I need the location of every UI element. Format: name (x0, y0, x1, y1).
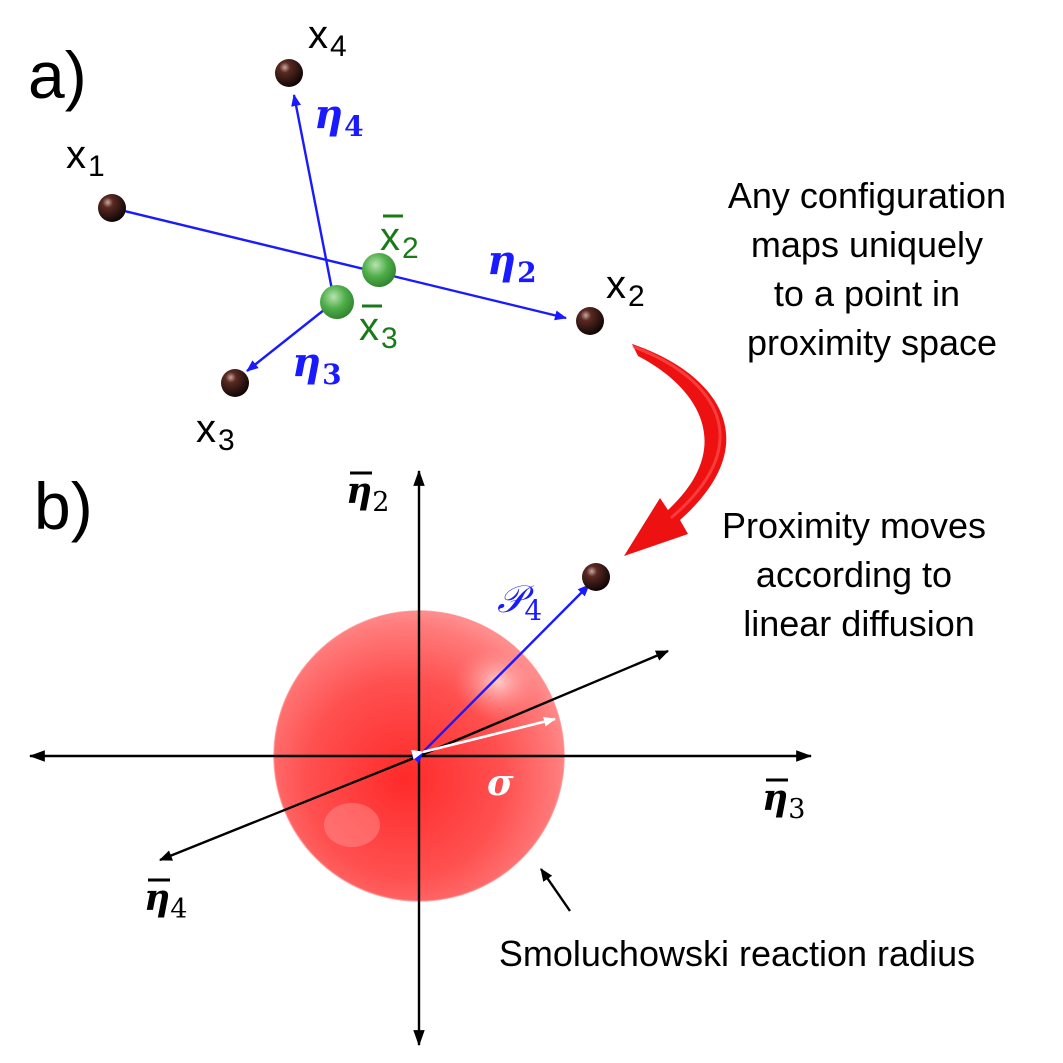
label-x3: x3 (196, 407, 235, 457)
center-x2bar (362, 253, 396, 287)
panel-a-label: a) (28, 38, 87, 112)
svg-text:η3: η3 (762, 777, 805, 825)
line-x3bar-x3 (246, 301, 335, 372)
label-axis-eta4bar: η4 (144, 877, 187, 925)
label-proximity: 𝒫4 (497, 577, 542, 627)
label-x2bar: x2 (380, 214, 419, 265)
label-eta2: η2 (487, 237, 537, 289)
particle-x3 (221, 369, 249, 397)
svg-text:x3: x3 (359, 305, 398, 355)
label-sigma: σ (487, 762, 514, 804)
particle-x2 (576, 307, 604, 335)
note-reaction-radius: Smoluchowski reaction radius (499, 933, 975, 974)
particle-x4 (275, 59, 303, 87)
svg-text:η2: η2 (346, 470, 389, 518)
line-x1-x2 (111, 206, 567, 321)
note-mapping: Any configuration maps uniquely to a poi… (728, 175, 1016, 363)
label-eta4: η4 (314, 91, 364, 143)
svg-text:η4: η4 (144, 877, 187, 925)
panel-b-label: b) (34, 469, 93, 543)
label-x4: x4 (308, 13, 347, 63)
line-x4-x3bar (291, 94, 336, 301)
particle-x1 (98, 194, 126, 222)
curved-arrow-icon (624, 344, 727, 556)
center-x3bar (320, 285, 354, 319)
label-x1: x1 (66, 133, 105, 183)
label-eta3: η3 (292, 339, 342, 391)
sigma-radius-arrow (411, 716, 556, 760)
label-axis-eta2bar: η2 (346, 470, 389, 518)
reaction-pointer-arrow (540, 868, 571, 912)
svg-text:x2: x2 (380, 215, 419, 265)
label-x3bar: x3 (359, 304, 398, 355)
label-axis-eta3bar: η3 (762, 777, 805, 825)
label-x2: x2 (606, 263, 645, 313)
axis-eta4bar-front (158, 754, 420, 862)
note-diffusion: Proximity moves according to linear diff… (722, 505, 996, 644)
particle-proximity (582, 563, 610, 591)
